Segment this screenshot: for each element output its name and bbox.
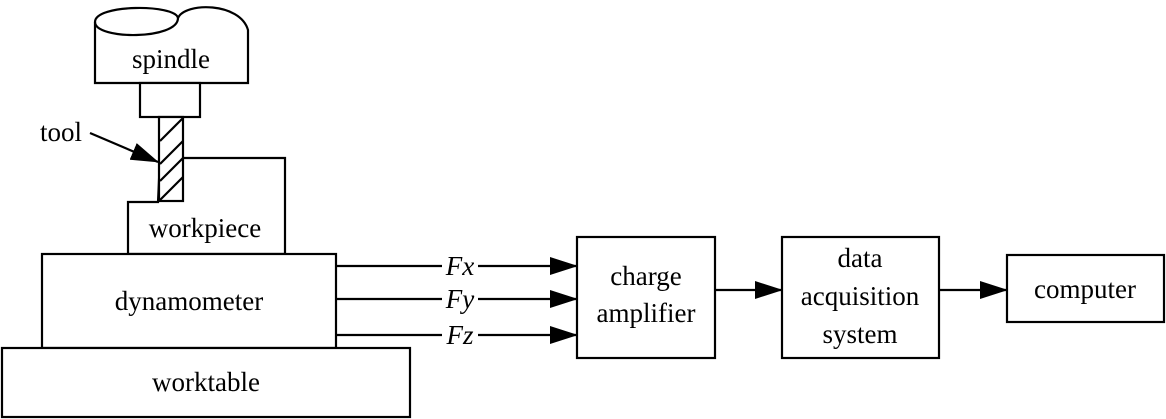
daq-label-line1: data bbox=[838, 243, 883, 273]
daq-label-line3: system bbox=[822, 319, 897, 349]
dynamometer-label: dynamometer bbox=[115, 286, 263, 316]
spindle-top-ellipse bbox=[93, 17, 180, 37]
computer-label: computer bbox=[1034, 274, 1136, 304]
signal-fy-label: Fy bbox=[445, 284, 474, 314]
signal-fz-label: Fz bbox=[446, 320, 474, 350]
charge-amplifier-block: charge amplifier bbox=[575, 235, 717, 360]
workpiece: workpiece bbox=[126, 156, 287, 256]
daq-label-line2: acquisition bbox=[801, 281, 920, 311]
charge-amplifier-label-line2: amplifier bbox=[597, 298, 696, 328]
worktable: worktable bbox=[0, 346, 412, 419]
tool-pointer-arrow bbox=[89, 131, 159, 164]
workpiece-label: workpiece bbox=[149, 213, 261, 243]
dynamometer: dynamometer bbox=[40, 252, 338, 350]
spindle: spindle bbox=[93, 6, 250, 85]
charge-amplifier-label-line1: charge bbox=[610, 261, 681, 291]
force-signals: Fx Fy Fz bbox=[336, 251, 578, 350]
tool-label: tool bbox=[40, 117, 82, 147]
data-acquisition-block: data acquisition system bbox=[780, 235, 941, 360]
worktable-label: worktable bbox=[152, 367, 260, 397]
signal-fx-label: Fx bbox=[445, 251, 474, 281]
tool bbox=[157, 115, 185, 203]
computer-block: computer bbox=[1005, 253, 1166, 324]
tool-holder bbox=[138, 81, 202, 119]
spindle-label: spindle bbox=[132, 44, 210, 74]
